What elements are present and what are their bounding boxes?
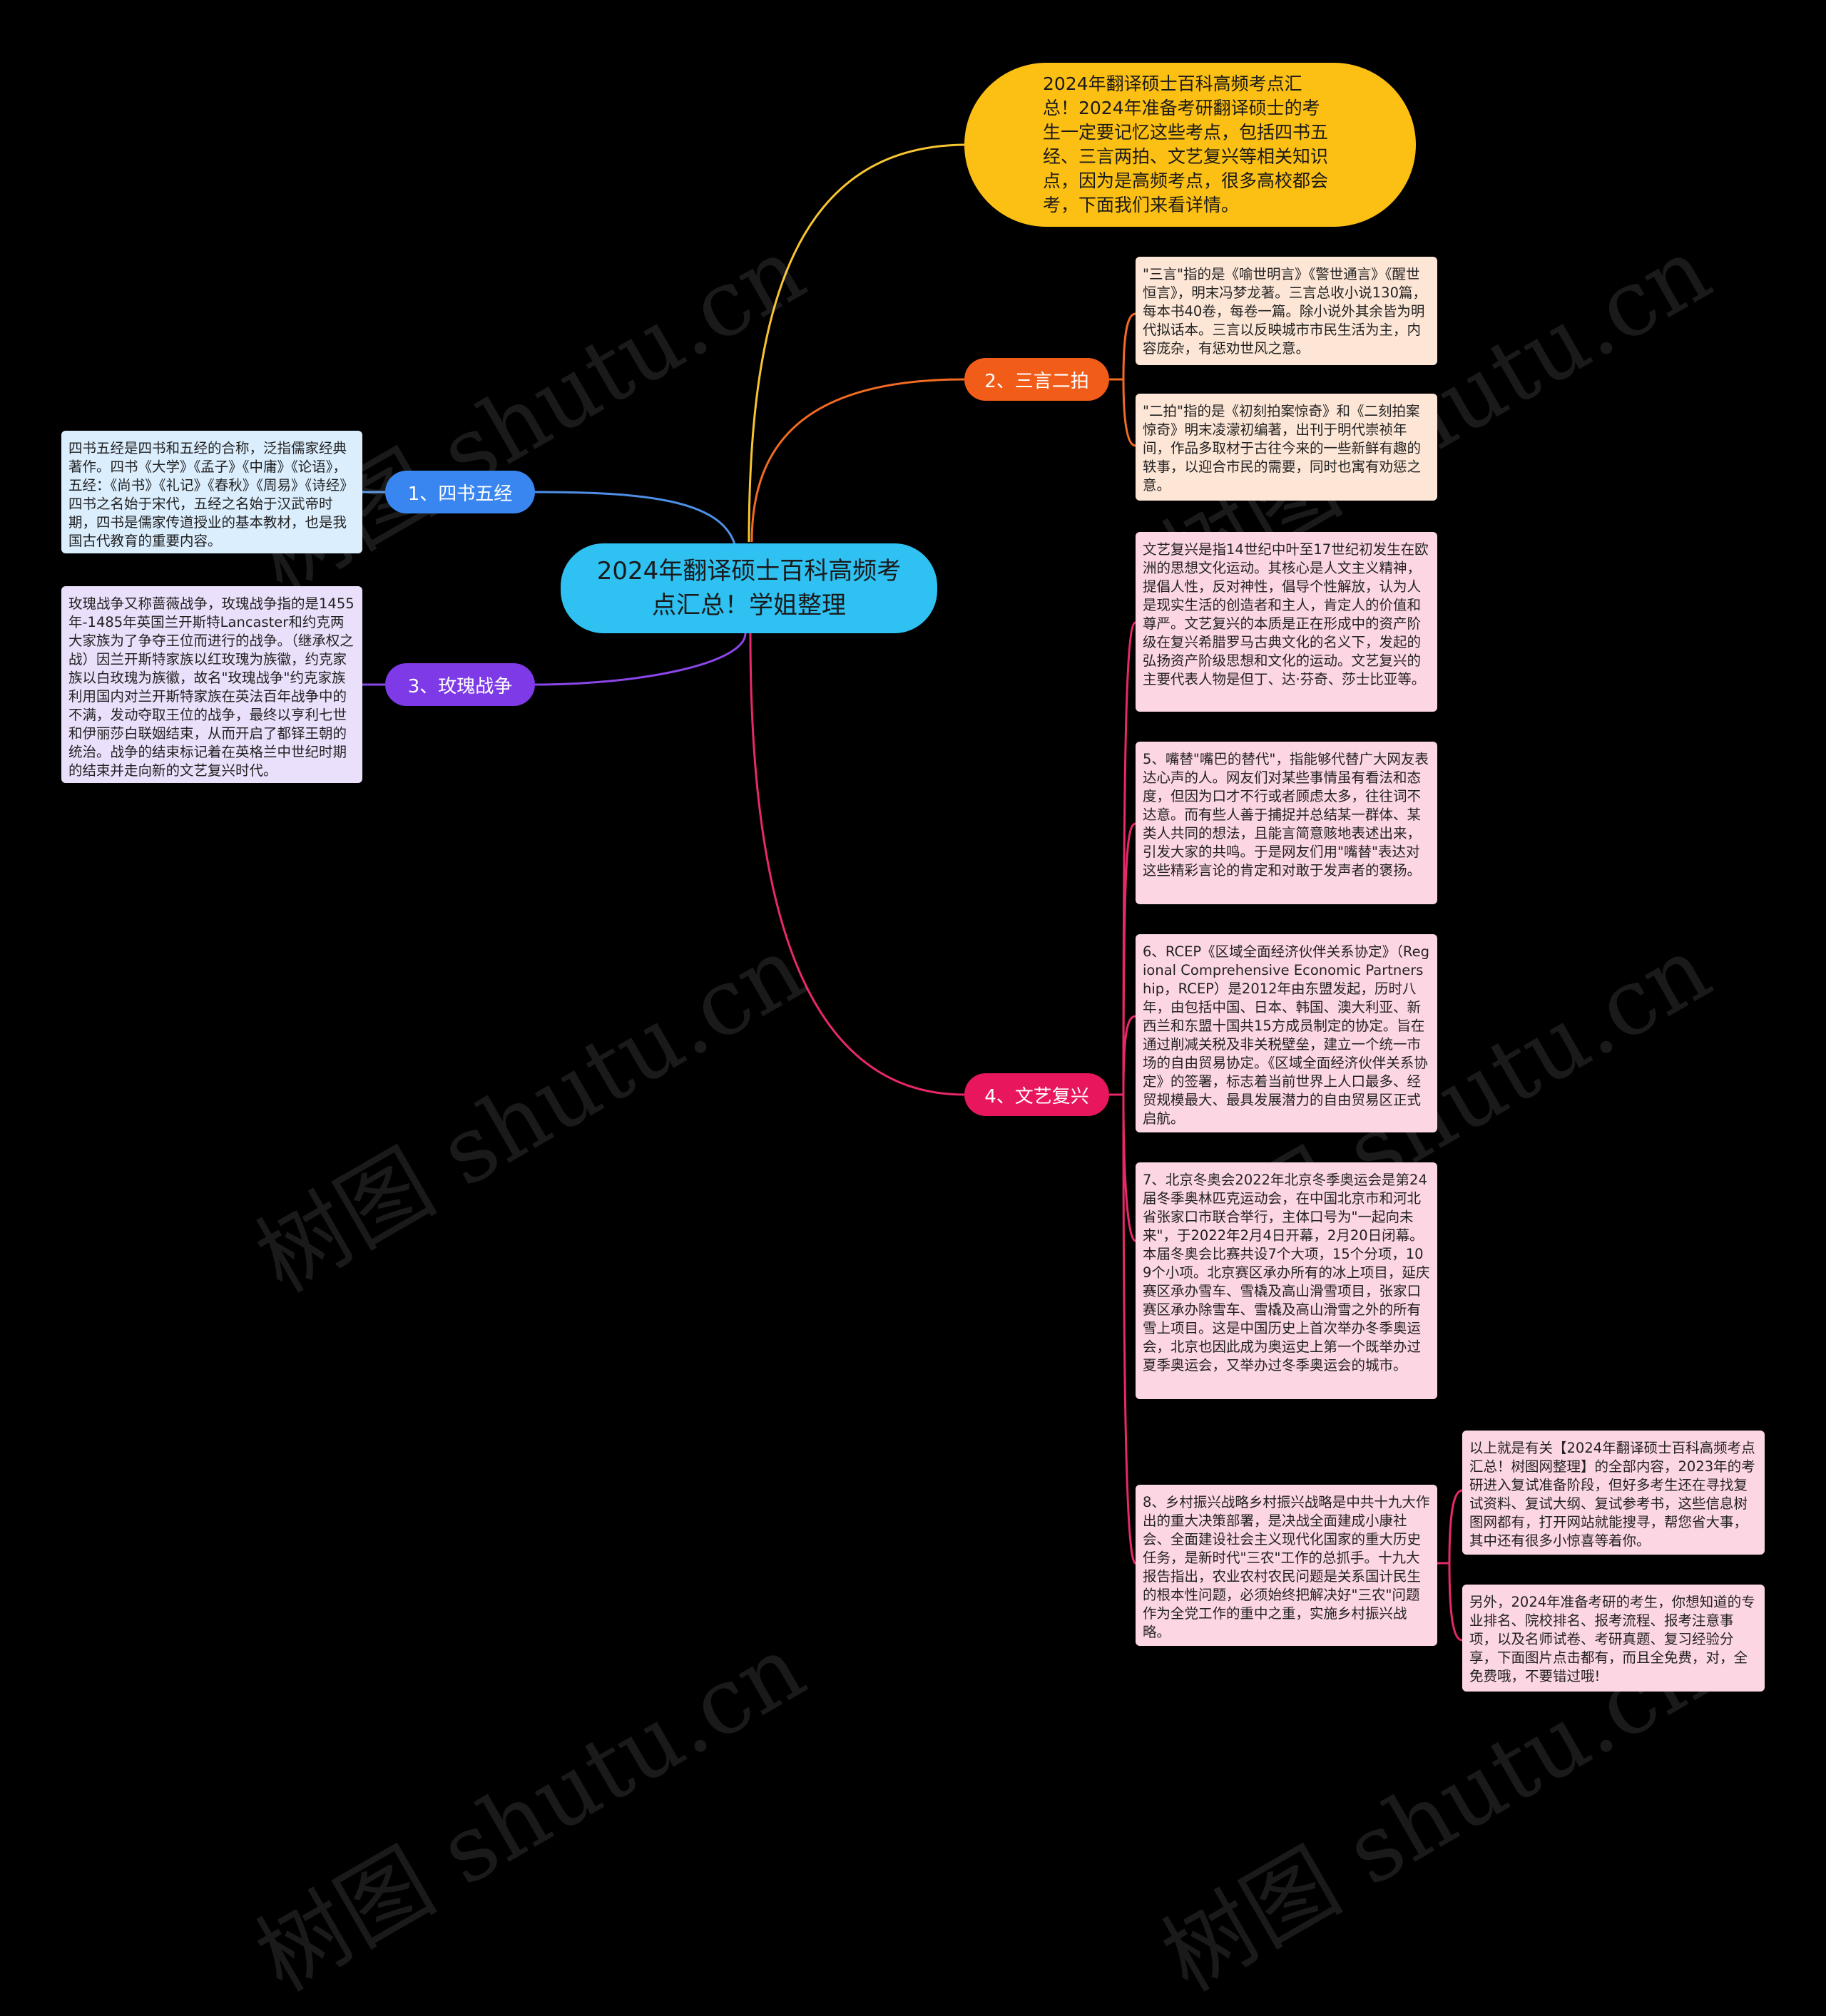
note-text: 8、乡村振兴战略乡村振兴战略是中共十九大作出的重大决策部署，是决战全面建成小康社… [1143, 1494, 1430, 1640]
note-text: 文艺复兴是指14世纪中叶至17世纪初发生在欧洲的思想文化运动。其核心是人文主义精… [1143, 541, 1429, 687]
note-text: "三言"指的是《喻世明言》《警世通言》《醒世恒言》，明末冯梦龙著。三言总收小说1… [1143, 266, 1427, 357]
connector-center-branch1 [534, 491, 736, 545]
branch-label: 1、四书五经 [407, 483, 513, 505]
central-topic-text: 2024年翻译硕士百科高频考点汇总！学姐整理 [596, 557, 902, 620]
branch-label: 4、文艺复兴 [984, 1085, 1089, 1107]
branch-label: 2、三言二拍 [984, 370, 1089, 392]
connector-branch4-notes [1109, 621, 1136, 1565]
connector-center-intro [748, 143, 965, 543]
subnote-summary[interactable]: 以上就是有关【2024年翻译硕士百科高频考点汇总！树图网整理】的全部内容，202… [1462, 1431, 1765, 1555]
note-sishu-wujing[interactable]: 四书五经是四书和五经的合称，泛指儒家经典著作。四书《大学》《孟子》《中庸》《论语… [61, 431, 362, 553]
subnote-resources[interactable]: 另外，2024年准备考研的考生，你想知道的专业排名、院校排名、报考流程、报考注意… [1462, 1585, 1765, 1692]
note-beijing-dongaohui[interactable]: 7、北京冬奥会2022年北京冬季奥运会是第24届冬季奥林匹克运动会，在中国北京市… [1136, 1162, 1437, 1399]
note-text: 5、嘴替"嘴巴的替代"，指能够代替广大网友表达心声的人。网友们对某些事情虽有看法… [1143, 751, 1429, 879]
connector-center-branch2 [750, 378, 965, 543]
note-text: 四书五经是四书和五经的合称，泛指儒家经典著作。四书《大学》《孟子》《中庸》《论语… [68, 440, 354, 549]
intro-topic[interactable]: 2024年翻译硕士百科高频考点汇总！2024年准备考研翻译硕士的考生一定要记忆这… [964, 63, 1416, 227]
note-zuiti[interactable]: 5、嘴替"嘴巴的替代"，指能够代替广大网友表达心声的人。网友们对某些事情虽有看法… [1136, 742, 1437, 904]
note-text: 另外，2024年准备考研的考生，你想知道的专业排名、院校排名、报考流程、报考注意… [1469, 1594, 1755, 1684]
connector-branch2-notes [1109, 312, 1136, 447]
note-xiangcun-zhenxing[interactable]: 8、乡村振兴战略乡村振兴战略是中共十九大作出的重大决策部署，是决战全面建成小康社… [1136, 1485, 1437, 1646]
note-rcep[interactable]: 6、RCEP《区域全面经济伙伴关系协定》（Regional Comprehens… [1136, 934, 1437, 1132]
connector-center-branch3 [534, 633, 747, 686]
connector-note8-subnotes [1437, 1489, 1463, 1642]
note-erpai[interactable]: "二拍"指的是《初刻拍案惊奇》和《二刻拍案惊奇》明末凌濛初编著，出刊于明代崇祯年… [1136, 394, 1437, 501]
connector-center-branch4 [749, 633, 965, 1096]
note-text: 玫瑰战争又称蔷薇战争，玫瑰战争指的是1455年-1485年英国兰开斯特Lanca… [68, 595, 355, 779]
branch-meigui-zhanzheng[interactable]: 3、玫瑰战争 [385, 663, 535, 706]
connector-lines [362, 143, 1463, 1642]
branch-label: 3、玫瑰战争 [407, 675, 513, 697]
note-text: 以上就是有关【2024年翻译硕士百科高频考点汇总！树图网整理】的全部内容，202… [1469, 1440, 1755, 1549]
note-meigui-zhanzheng[interactable]: 玫瑰战争又称蔷薇战争，玫瑰战争指的是1455年-1485年英国兰开斯特Lanca… [61, 586, 362, 783]
note-text: 7、北京冬奥会2022年北京冬季奥运会是第24届冬季奥林匹克运动会，在中国北京市… [1143, 1172, 1430, 1373]
branch-sishu-wujing[interactable]: 1、四书五经 [385, 471, 535, 513]
central-topic[interactable]: 2024年翻译硕士百科高频考点汇总！学姐整理 [561, 543, 937, 633]
note-wenyi-fuxing[interactable]: 文艺复兴是指14世纪中叶至17世纪初发生在欧洲的思想文化运动。其核心是人文主义精… [1136, 532, 1437, 712]
note-text: "二拍"指的是《初刻拍案惊奇》和《二刻拍案惊奇》明末凌濛初编著，出刊于明代崇祯年… [1143, 403, 1422, 493]
intro-topic-text: 2024年翻译硕士百科高频考点汇总！2024年准备考研翻译硕士的考生一定要记忆这… [1043, 73, 1329, 215]
branch-sanyan-erpai[interactable]: 2、三言二拍 [964, 358, 1109, 401]
note-text: 6、RCEP《区域全面经济伙伴关系协定》（Regional Comprehens… [1143, 943, 1429, 1127]
note-sanyan[interactable]: "三言"指的是《喻世明言》《警世通言》《醒世恒言》，明末冯梦龙著。三言总收小说1… [1136, 257, 1437, 365]
branch-wenyi-fuxing[interactable]: 4、文艺复兴 [964, 1073, 1109, 1116]
